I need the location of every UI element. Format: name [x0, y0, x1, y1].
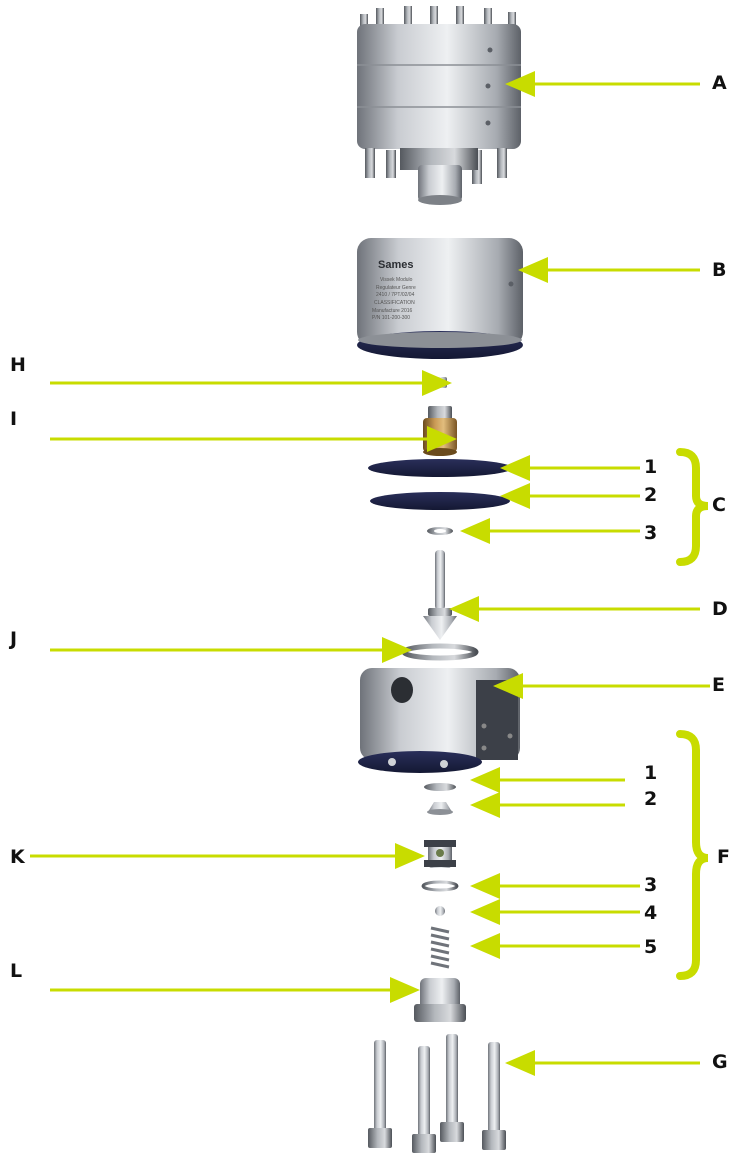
- arrow-d: [449, 596, 700, 622]
- nameplate-line: CLASSIFICATION: [374, 300, 415, 306]
- nameplate-line: Regulateur Genre: [376, 285, 416, 291]
- arrow-l: [50, 977, 420, 1003]
- label-k: K: [10, 846, 25, 868]
- label-i: I: [10, 408, 18, 430]
- arrow-f1: [470, 767, 625, 793]
- part-b-cover: Sames Vissek Modulo Regulateur Genre 241…: [357, 238, 523, 359]
- arrow-f5: [470, 933, 640, 959]
- part-c-diaphragm-set: [368, 459, 512, 535]
- label-a: A: [712, 72, 727, 94]
- label-j: J: [10, 628, 18, 650]
- arrow-f4: [470, 899, 640, 925]
- nameplate-line: P/N 101-200-300: [372, 315, 410, 321]
- arrow-c2: [500, 483, 640, 509]
- arrow-f3: [470, 873, 640, 899]
- part-k-valve: [424, 840, 456, 868]
- label-c: C: [712, 494, 726, 516]
- label-h: H: [10, 354, 26, 376]
- brace-f: [676, 730, 709, 980]
- part-a-housing: [357, 6, 521, 205]
- arrow-g: [505, 1050, 700, 1076]
- label-g: G: [712, 1051, 728, 1073]
- label-l: L: [10, 960, 23, 982]
- part-j-ring: [401, 643, 479, 661]
- part-g-bolts: [368, 1034, 506, 1153]
- arrow-b: [518, 257, 700, 283]
- nameplate-line: Manufacture 2016: [372, 308, 413, 314]
- arrow-i: [50, 426, 457, 452]
- arrow-j: [50, 637, 412, 663]
- part-e-body: [358, 668, 520, 773]
- label-c-item: 3: [644, 522, 658, 544]
- arrow-e: [493, 673, 710, 699]
- arrow-c1: [500, 455, 640, 481]
- arrow-a: [505, 71, 700, 97]
- label-c-item: 2: [644, 484, 658, 506]
- spring: [430, 926, 450, 969]
- label-f-item: 5: [644, 936, 658, 958]
- label-f-item: 1: [644, 762, 658, 784]
- label-e: E: [712, 674, 725, 696]
- arrow-h: [50, 370, 452, 396]
- label-f-item: 3: [644, 874, 658, 896]
- label-d: D: [712, 598, 728, 620]
- nameplate-line: Vissek Modulo: [380, 277, 413, 283]
- arrow-f2: [470, 792, 625, 818]
- label-f: F: [717, 846, 730, 868]
- part-d-needle: [423, 550, 457, 640]
- label-c-item: 1: [644, 456, 658, 478]
- label-f-item: 2: [644, 788, 658, 810]
- arrow-k: [30, 843, 425, 869]
- leader-arrows: [30, 71, 710, 1076]
- arrow-c3: [460, 518, 640, 544]
- nameplate: Sames Vissek Modulo Regulateur Genre 241…: [372, 259, 416, 321]
- part-f-seat-stack: [421, 783, 459, 969]
- nameplate-brand: Sames: [378, 259, 413, 271]
- label-b: B: [712, 259, 727, 281]
- nameplate-line: 2410 / 7PT/02/04: [376, 292, 415, 298]
- label-f-item: 4: [644, 902, 658, 924]
- brace-c: [676, 448, 709, 566]
- part-l-plug: [414, 978, 466, 1022]
